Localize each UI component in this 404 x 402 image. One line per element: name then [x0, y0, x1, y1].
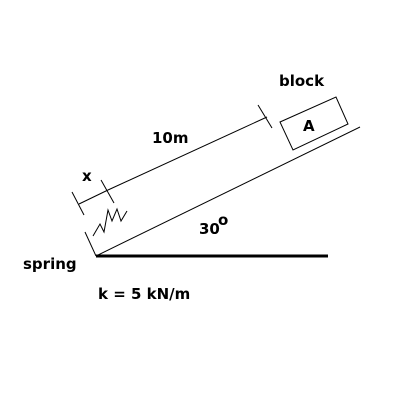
compression-tick-right: [100, 179, 115, 204]
compression-label: x: [82, 167, 92, 185]
block-label: block: [279, 72, 325, 90]
angle-label: 30: [199, 220, 220, 238]
incline-surface: [95, 126, 361, 257]
block-a: [279, 96, 349, 151]
distance-dimension-line: [107, 116, 268, 191]
block-id-label: A: [303, 117, 315, 135]
angle-unit-label: o: [218, 211, 228, 229]
spring-base-stop: [84, 231, 97, 257]
spring-coil: [92, 207, 128, 237]
stiffness-label: k = 5 kN/m: [98, 285, 190, 303]
spring-label: spring: [23, 255, 77, 273]
distance-tick-right: [257, 104, 273, 129]
distance-label: 10m: [152, 129, 189, 147]
compression-tick-left: [71, 191, 85, 216]
compression-dimension-line: [78, 189, 109, 205]
